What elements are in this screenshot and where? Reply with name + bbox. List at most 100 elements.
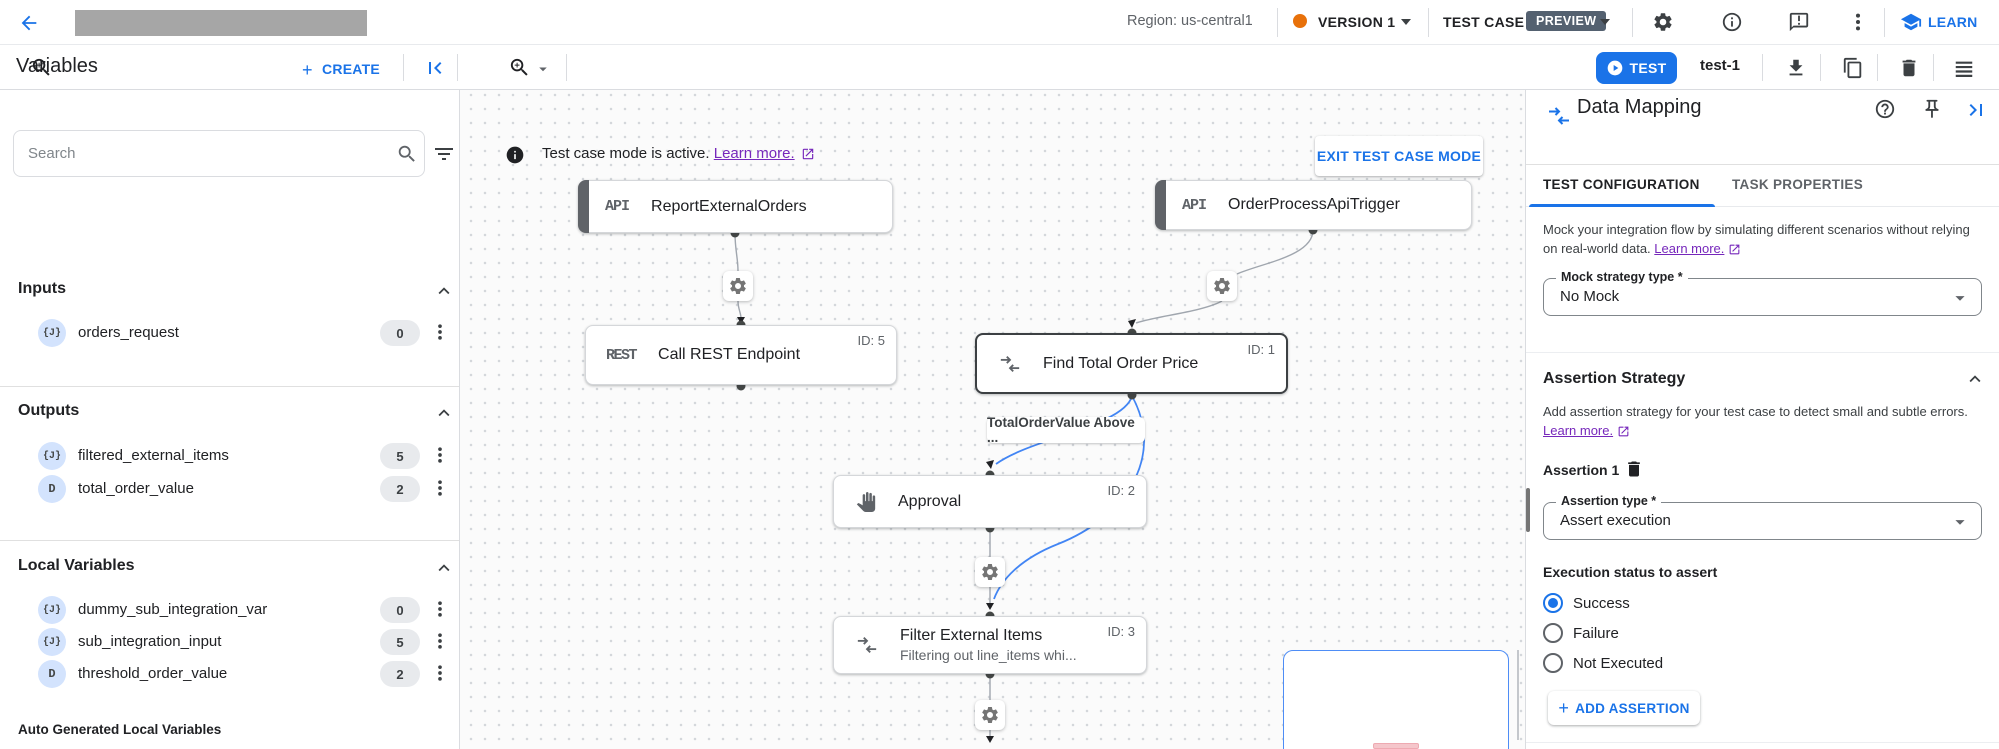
collapse-left-panel-icon[interactable]: [423, 56, 447, 80]
test-mode-banner: Test case mode is active. Learn more.: [542, 145, 815, 162]
search-input[interactable]: [28, 131, 388, 176]
partial-node-preview-box: [1283, 650, 1509, 749]
node-report-external-orders[interactable]: API ReportExternalOrders: [578, 180, 893, 233]
test-case-name[interactable]: test-1: [1700, 57, 1741, 74]
var-count-badge: 5: [380, 443, 420, 469]
play-icon: [1607, 60, 1622, 76]
data-mapping-icon: [999, 353, 1021, 375]
radio-not-executed[interactable]: [1543, 653, 1563, 673]
assertion-learn-more-link[interactable]: Learn more.: [1543, 423, 1614, 438]
edge-gear-icon[interactable]: [975, 700, 1005, 730]
sort-filter-icon[interactable]: [432, 142, 456, 166]
add-assertion-button[interactable]: + ADD ASSERTION: [1548, 691, 1700, 725]
row-menu-icon[interactable]: [430, 322, 450, 342]
var-type-json-icon: {J}: [38, 596, 66, 624]
search-icon: [396, 143, 418, 165]
radio-failure[interactable]: [1543, 623, 1563, 643]
row-menu-icon[interactable]: [430, 631, 450, 651]
chevron-up-icon[interactable]: [1964, 368, 1986, 390]
node-id-label: ID: 2: [1107, 483, 1135, 498]
info-icon[interactable]: [1721, 11, 1743, 33]
more-options-icon[interactable]: [1847, 11, 1869, 33]
rest-task-icon: REST: [606, 346, 638, 364]
data-mapping-icon: [1547, 104, 1571, 128]
variable-row[interactable]: D total_order_value 2: [0, 473, 460, 505]
copy-icon[interactable]: [1842, 57, 1864, 79]
chevron-up-icon[interactable]: [433, 402, 455, 424]
external-link-icon: [1617, 425, 1630, 438]
panel-tabs: TEST CONFIGURATION TASK PROPERTIES: [1526, 165, 1999, 207]
node-id-label: ID: 3: [1107, 624, 1135, 639]
toolbar: Variables + CREATE TEST test-1: [0, 45, 1999, 90]
assertion-strategy-heading: Assertion Strategy: [1543, 370, 1686, 387]
node-call-rest-endpoint[interactable]: REST Call REST Endpoint ID: 5: [585, 325, 897, 385]
panel-title: Data Mapping: [1577, 96, 1702, 118]
zoom-control-icon[interactable]: [30, 56, 53, 79]
delete-icon[interactable]: [1898, 57, 1920, 79]
test-button[interactable]: TEST: [1596, 52, 1677, 84]
row-menu-icon[interactable]: [430, 663, 450, 683]
variable-row[interactable]: {J} sub_integration_input 5: [0, 626, 460, 658]
external-link-icon: [1728, 243, 1741, 256]
var-count-badge: 0: [380, 597, 420, 623]
version-caret-icon[interactable]: [1401, 19, 1411, 25]
var-type-double-icon: D: [38, 660, 66, 688]
node-filter-external-items[interactable]: Filter External Items Filtering out line…: [833, 616, 1147, 674]
learn-link[interactable]: LEARN: [1928, 14, 1978, 30]
variable-row[interactable]: {J} dummy_sub_integration_var 0: [0, 594, 460, 626]
logs-list-icon[interactable]: [1953, 57, 1975, 79]
chevron-up-icon[interactable]: [433, 280, 455, 302]
panel-scrollbar[interactable]: [1526, 488, 1530, 532]
help-icon[interactable]: [1874, 98, 1896, 120]
tab-test-configuration[interactable]: TEST CONFIGURATION: [1543, 177, 1700, 192]
row-menu-icon[interactable]: [430, 478, 450, 498]
mock-learn-more-link[interactable]: Learn more.: [1654, 241, 1725, 256]
create-plus-icon[interactable]: +: [302, 60, 313, 80]
assertion-type-select[interactable]: Assertion type * Assert execution: [1543, 494, 1982, 540]
var-type-json-icon: {J}: [38, 442, 66, 470]
variable-row[interactable]: {J} filtered_external_items 5: [0, 440, 460, 472]
test-case-caret-icon[interactable]: [1600, 19, 1610, 25]
zoom-caret-icon[interactable]: [534, 60, 552, 78]
trigger-bar: [1155, 180, 1166, 230]
node-find-total-order-price[interactable]: Find Total Order Price ID: 1: [975, 333, 1288, 394]
variable-row[interactable]: D threshold_order_value 2: [0, 658, 460, 690]
trigger-bar: [578, 180, 589, 233]
mock-strategy-select[interactable]: Mock strategy type * No Mock: [1543, 270, 1982, 316]
partial-error-node: [1373, 743, 1419, 749]
feedback-icon[interactable]: [1788, 11, 1810, 33]
download-icon[interactable]: [1785, 57, 1807, 79]
settings-gear-icon[interactable]: [1652, 11, 1674, 33]
pin-icon[interactable]: [1921, 98, 1943, 120]
banner-learn-more-link[interactable]: Learn more.: [713, 145, 795, 162]
edge-gear-icon[interactable]: [1207, 271, 1237, 301]
back-icon[interactable]: [18, 12, 40, 34]
tab-task-properties[interactable]: TASK PROPERTIES: [1732, 177, 1864, 192]
edge-condition-label[interactable]: TotalOrderValue Above ...: [987, 415, 1145, 445]
var-type-double-icon: D: [38, 475, 66, 503]
chevron-up-icon[interactable]: [433, 557, 455, 579]
learn-icon[interactable]: [1900, 11, 1922, 33]
api-trigger-icon: API: [605, 198, 630, 215]
node-order-process-api-trigger[interactable]: API OrderProcessApiTrigger: [1155, 180, 1472, 230]
radio-success[interactable]: [1543, 593, 1563, 613]
edge-gear-icon[interactable]: [975, 557, 1005, 587]
row-menu-icon[interactable]: [430, 599, 450, 619]
edge-gear-icon[interactable]: [723, 271, 753, 301]
variables-sidebar: Inputs {J} orders_request 0 Outputs {J} …: [0, 90, 460, 749]
integration-canvas[interactable]: Test case mode is active. Learn more. EX…: [460, 90, 1525, 749]
node-subtitle: Filtering out line_items whi...: [900, 647, 1077, 663]
canvas-scrollbar[interactable]: [1517, 650, 1519, 740]
zoom-icon[interactable]: [508, 56, 531, 79]
row-menu-icon[interactable]: [430, 445, 450, 465]
node-approval[interactable]: Approval ID: 2: [833, 475, 1147, 528]
collapse-right-panel-icon[interactable]: [1964, 98, 1988, 122]
top-header: Region: us-central1 VERSION 1 TEST CASE …: [0, 0, 1999, 45]
search-box: [13, 130, 425, 177]
version-label[interactable]: VERSION 1: [1318, 14, 1396, 30]
variable-row[interactable]: {J} orders_request 0: [0, 317, 460, 349]
exit-test-case-mode-button[interactable]: EXIT TEST CASE MODE: [1315, 136, 1483, 176]
delete-assertion-icon[interactable]: [1624, 459, 1644, 479]
create-button[interactable]: CREATE: [322, 61, 381, 77]
